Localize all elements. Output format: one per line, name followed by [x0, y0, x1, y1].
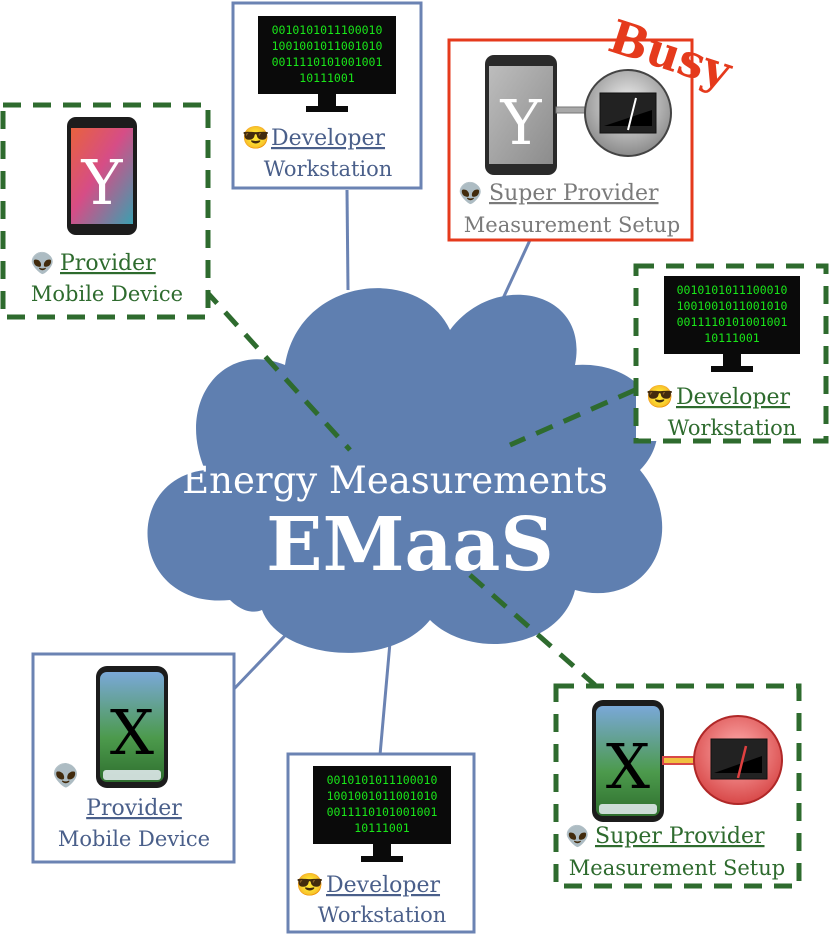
- node-developer-right[interactable]: 0010101011100010 1001001011001010 001111…: [633, 263, 829, 444]
- cloud-title: Energy Measurements: [182, 459, 608, 502]
- sunglasses-emoji-icon: 😎: [242, 125, 269, 151]
- device-letter: Y: [81, 146, 124, 219]
- node-role: Developer: [326, 873, 440, 898]
- node-role: Developer: [271, 126, 385, 151]
- alien-icon: 👽: [565, 824, 590, 848]
- node-role: Provider: [86, 796, 182, 821]
- node-provider-bottom-left[interactable]: X 👽 Provider Mobile Device: [31, 652, 236, 864]
- node-super-provider-bottom[interactable]: X 👽 Super Provider Measurement Setup: [553, 683, 802, 889]
- alien-icon: 👽: [52, 762, 79, 789]
- cable-icon: [662, 756, 698, 765]
- device-letter: Y: [500, 86, 543, 159]
- screen-line: 0011110101001001: [272, 55, 383, 69]
- android-phone-icon: Y: [485, 55, 557, 175]
- screen-line: 10111001: [704, 331, 759, 345]
- node-role: Provider: [60, 251, 156, 276]
- screen-line: 0010101011100010: [677, 283, 788, 297]
- link-developer-top: [345, 189, 350, 291]
- screen-line: 0011110101001001: [677, 315, 788, 329]
- node-subtitle: Measurement Setup: [569, 856, 785, 880]
- node-role: Super Provider: [489, 181, 659, 206]
- power-meter-gauge-icon: [584, 69, 672, 157]
- screen-line: 1001001011001010: [677, 299, 788, 313]
- monitor-icon: 0010101011100010 1001001011001010 001111…: [664, 276, 800, 372]
- iphone-icon: X: [96, 666, 168, 788]
- device-letter: X: [110, 696, 154, 769]
- node-role: Developer: [676, 385, 790, 410]
- node-provider-top-left[interactable]: Y 👽 Provider Mobile Device: [0, 102, 211, 320]
- link-developer-right: [508, 387, 637, 448]
- sunglasses-emoji-icon: 😎: [646, 384, 673, 410]
- node-subtitle: Measurement Setup: [464, 213, 680, 237]
- screen-line: 0011110101001001: [327, 805, 438, 819]
- screen-line: 1001001011001010: [327, 789, 438, 803]
- node-developer-bottom[interactable]: 0010101011100010 1001001011001010 001111…: [286, 752, 476, 934]
- screen-line: 0010101011100010: [327, 773, 438, 787]
- screen-line: 10111001: [299, 71, 354, 85]
- sunglasses-emoji-icon: 😎: [296, 872, 323, 898]
- cloud-name: EMaaS: [266, 502, 554, 588]
- node-developer-top[interactable]: 0010101011100010 1001001011001010 001111…: [231, 1, 423, 190]
- node-role: Super Provider: [595, 824, 765, 849]
- screen-line: 10111001: [354, 821, 409, 835]
- power-meter-gauge-icon: [693, 715, 783, 805]
- alien-icon: 👽: [30, 251, 55, 275]
- monitor-icon: 0010101011100010 1001001011001010 001111…: [313, 766, 451, 862]
- emaas-cloud: Energy Measurements EMaaS: [147, 288, 663, 653]
- dashed-links: [203, 288, 637, 687]
- cable-icon: [555, 106, 589, 114]
- node-subtitle: Workstation: [264, 157, 393, 181]
- device-letter: X: [606, 730, 650, 803]
- link-provider-top-left: [203, 288, 352, 452]
- iphone-icon: X: [592, 700, 664, 822]
- monitor-icon: 0010101011100010 1001001011001010 001111…: [258, 16, 396, 112]
- node-subtitle: Mobile Device: [58, 827, 210, 851]
- node-subtitle: Mobile Device: [31, 282, 183, 306]
- node-subtitle: Workstation: [318, 903, 447, 927]
- screen-line: 1001001011001010: [272, 39, 383, 53]
- screen-line: 0010101011100010: [272, 23, 383, 37]
- alien-icon: 👽: [458, 181, 483, 205]
- node-super-provider-top[interactable]: Y Busy 👽 Super Provider Measurement Setu…: [447, 9, 739, 242]
- android-phone-icon: Y: [67, 117, 137, 235]
- node-subtitle: Workstation: [668, 416, 797, 440]
